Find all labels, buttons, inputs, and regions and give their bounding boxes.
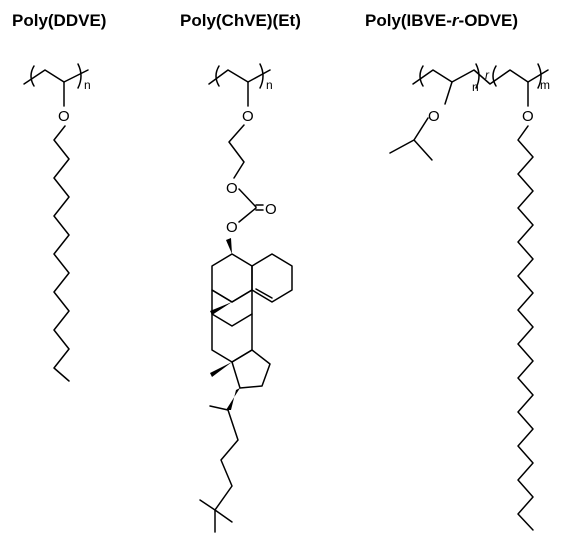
steroid-ring-a [211, 253, 253, 303]
steroid-ring-b [251, 253, 293, 303]
atom-o-carbonate-1: O [226, 180, 238, 197]
angular-methyl-c18 [210, 362, 232, 377]
stereo-wedge-c17 [226, 388, 240, 410]
bracket-left-1 [419, 65, 424, 87]
bracket-right [77, 63, 82, 89]
side-chain-isopropyl [214, 509, 233, 533]
stereo-wedge-c3 [226, 238, 232, 254]
ring-b-double-bond [255, 288, 273, 299]
backbone [23, 69, 89, 85]
bracket-right [259, 63, 264, 89]
side-chain-methyl [209, 405, 229, 411]
subscript-r: r [485, 68, 490, 82]
subscript-n: n [84, 78, 91, 92]
carbonate-bond-1 [238, 188, 257, 208]
atom-o-octadecyl: O [522, 108, 534, 125]
isobutyl-chain [389, 117, 429, 154]
structure-poly-ddve: Poly(DDVE) O n [12, 11, 106, 382]
title-poly-chve-et: Poly(ChVE)(Et) [180, 11, 301, 30]
ethylene-spacer [228, 124, 245, 179]
bracket-right-2 [537, 63, 542, 89]
bracket-left-2 [492, 65, 497, 87]
subscript-n: n [266, 78, 273, 92]
side-chain [199, 409, 239, 511]
alkyl-chain [53, 125, 70, 382]
title-poly-ibve-r-odve: Poly(IBVE-r-ODVE) [365, 11, 518, 30]
bracket-right-1 [475, 63, 480, 89]
bond-backbone-o-1 [444, 81, 453, 105]
carbonate-bond-2 [238, 207, 257, 223]
steroid-ring-c-lower [211, 313, 253, 363]
carbonate-double-bond [255, 204, 264, 211]
title-poly-ddve: Poly(DDVE) [12, 11, 106, 30]
structure-poly-ibve-r-odve: Poly(IBVE-r-ODVE) n r m O O [365, 11, 550, 531]
octadecyl-chain [517, 125, 534, 531]
bracket-left [215, 65, 220, 87]
subscript-n: n [472, 80, 479, 94]
structure-poly-chve-et: Poly(ChVE)(Et) O n O O O [180, 11, 301, 533]
angular-methyl-c19 [210, 302, 232, 315]
bracket-left [30, 65, 35, 87]
atom-o: O [58, 108, 70, 125]
atom-o-carbonate-2: O [226, 219, 238, 236]
subscript-m: m [540, 78, 550, 92]
backbone [208, 69, 271, 85]
atom-o-isobutyl: O [428, 108, 440, 125]
backbone [412, 69, 549, 85]
steroid-ring-d [231, 349, 271, 389]
atom-o-ether: O [242, 108, 254, 125]
isobutyl-methyl [413, 139, 433, 161]
atom-o-carbonyl: O [265, 201, 277, 218]
